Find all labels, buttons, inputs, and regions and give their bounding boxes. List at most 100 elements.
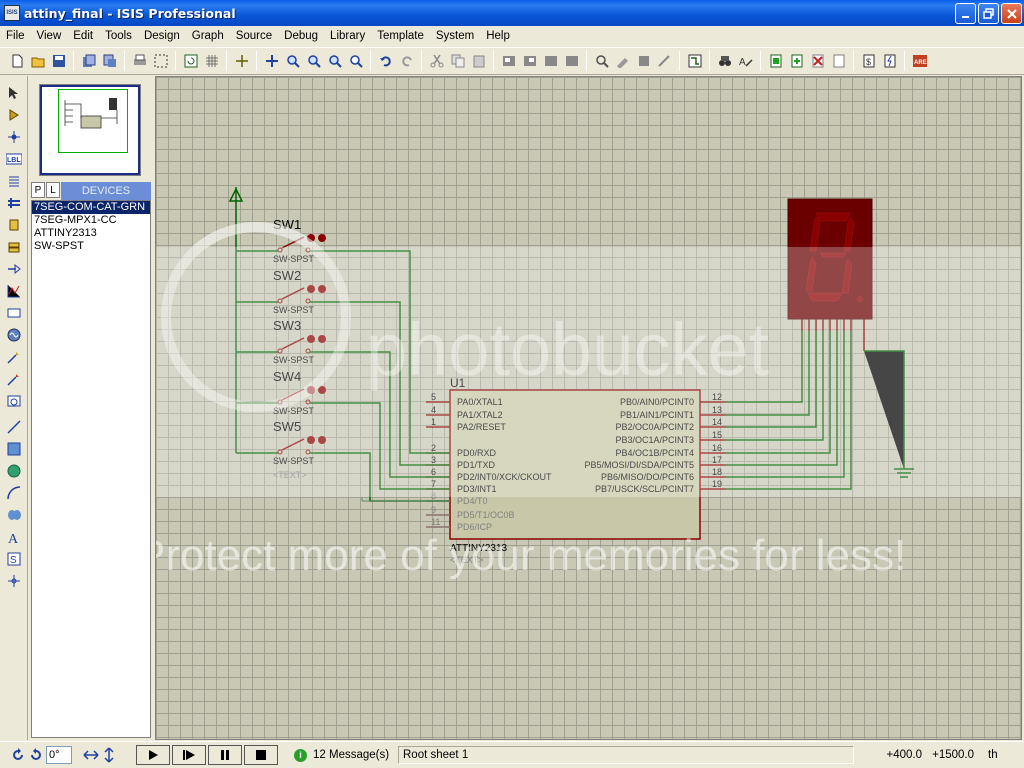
generator-mode-button[interactable] xyxy=(2,324,26,346)
line-mode-button[interactable] xyxy=(2,416,26,438)
text-script-mode-button[interactable] xyxy=(2,170,26,192)
menu-debug[interactable]: Debug xyxy=(284,30,319,42)
menu-graph[interactable]: Graph xyxy=(191,30,224,42)
block-delete-button[interactable] xyxy=(561,51,582,72)
text-mode-button[interactable]: A xyxy=(2,526,26,548)
stop-button[interactable] xyxy=(244,745,278,765)
exit-to-parent-button[interactable] xyxy=(828,51,849,72)
block-move-button[interactable] xyxy=(519,51,540,72)
menu-system[interactable]: System xyxy=(435,30,475,42)
menu-file[interactable]: File xyxy=(6,30,25,42)
undo-button[interactable] xyxy=(375,51,396,72)
new-sheet-button[interactable] xyxy=(765,51,786,72)
graph-mode-button[interactable] xyxy=(2,280,26,302)
selection-mode-button[interactable] xyxy=(2,82,26,104)
rotate-clockwise-icon[interactable] xyxy=(10,747,26,763)
buses-mode-button[interactable] xyxy=(2,192,26,214)
path-mode-button[interactable] xyxy=(2,504,26,526)
overview-window[interactable] xyxy=(39,84,141,176)
paste-button[interactable] xyxy=(468,51,489,72)
pause-button[interactable] xyxy=(208,745,242,765)
ares-netlist-button[interactable]: ARES xyxy=(909,51,930,72)
pan-button[interactable] xyxy=(261,51,282,72)
print-button[interactable] xyxy=(129,51,150,72)
step-button[interactable] xyxy=(172,745,206,765)
schematic-canvas[interactable]: SW1SW-SPSTSW2SW-SPSTSW3SW-SPSTSW4SW-SPST… xyxy=(155,76,1022,740)
switch-2[interactable]: SW2SW-SPST xyxy=(236,268,326,315)
open-button[interactable] xyxy=(27,51,48,72)
isis-app-icon[interactable]: ISIS xyxy=(4,5,20,21)
zoom-area-button[interactable] xyxy=(345,51,366,72)
seven-segment-display[interactable] xyxy=(787,198,873,351)
add-sheet-button[interactable] xyxy=(786,51,807,72)
menu-edit[interactable]: Edit xyxy=(73,30,94,42)
switch-3[interactable]: SW3SW-SPST xyxy=(236,318,326,365)
message-indicator[interactable]: i 12 Message(s) xyxy=(294,748,394,762)
chip-u1[interactable]: U1 ATTINY2313 <TEXT> 5PA0/XTAL14PA1/XTAL… xyxy=(426,376,726,565)
device-item-attiny2313[interactable]: ATTINY2313 xyxy=(34,227,97,239)
overview-view-area[interactable] xyxy=(58,89,128,153)
close-button[interactable] xyxy=(1001,3,1022,24)
menu-library[interactable]: Library xyxy=(330,30,366,42)
electrical-rule-check-button[interactable] xyxy=(879,51,900,72)
play-button[interactable] xyxy=(136,745,170,765)
device-item-7seg-com-cat-grn[interactable]: 7SEG-COM-CAT-GRN xyxy=(32,201,150,214)
save-button[interactable] xyxy=(48,51,69,72)
zoom-in-button[interactable] xyxy=(282,51,303,72)
device-pins-mode-button[interactable] xyxy=(2,258,26,280)
menu-help[interactable]: Help xyxy=(486,30,510,42)
current-probe-mode-button[interactable] xyxy=(2,368,26,390)
print-area-button[interactable] xyxy=(150,51,171,72)
make-device-button[interactable] xyxy=(612,51,633,72)
block-copy-button[interactable] xyxy=(498,51,519,72)
circle-mode-button[interactable] xyxy=(2,460,26,482)
remove-sheet-button[interactable] xyxy=(807,51,828,72)
switch-5[interactable]: SW5SW-SPST<TEXT> xyxy=(236,419,326,480)
menu-template[interactable]: Template xyxy=(377,30,424,42)
device-item-7seg-mpx1-cc[interactable]: 7SEG-MPX1-CC xyxy=(34,214,117,226)
wire-label-mode-button[interactable]: LBL xyxy=(2,148,26,170)
voltage-probe-mode-button[interactable] xyxy=(2,346,26,368)
grid-button[interactable] xyxy=(201,51,222,72)
copy-button[interactable] xyxy=(447,51,468,72)
subcircuit-mode-button[interactable] xyxy=(2,214,26,236)
zoom-all-button[interactable] xyxy=(324,51,345,72)
mirror-vertical-icon[interactable] xyxy=(102,746,116,764)
block-rotate-button[interactable] xyxy=(540,51,561,72)
arc-mode-button[interactable] xyxy=(2,482,26,504)
device-list[interactable]: 7SEG-COM-CAT-GRN 7SEG-MPX1-CC ATTINY2313… xyxy=(31,200,151,738)
box-mode-button[interactable] xyxy=(2,438,26,460)
origin-button[interactable] xyxy=(231,51,252,72)
minimize-button[interactable] xyxy=(955,3,976,24)
packaging-tool-button[interactable] xyxy=(633,51,654,72)
menu-source[interactable]: Source xyxy=(235,30,273,42)
marker-mode-button[interactable] xyxy=(2,570,26,592)
zoom-out-button[interactable] xyxy=(303,51,324,72)
junction-dot-mode-button[interactable] xyxy=(2,126,26,148)
pick-device-button[interactable] xyxy=(591,51,612,72)
restore-button[interactable] xyxy=(978,3,999,24)
export-button[interactable] xyxy=(99,51,120,72)
menu-view[interactable]: View xyxy=(36,30,62,42)
new-button[interactable] xyxy=(6,51,27,72)
ground-terminal[interactable] xyxy=(864,350,914,478)
mirror-horizontal-icon[interactable] xyxy=(82,747,100,763)
decompose-button[interactable] xyxy=(654,51,675,72)
tape-recorder-mode-button[interactable] xyxy=(2,302,26,324)
menu-tools[interactable]: Tools xyxy=(105,30,132,42)
property-assignment-button[interactable]: A xyxy=(735,51,756,72)
library-manager-tab[interactable]: L xyxy=(46,182,60,198)
cut-button[interactable] xyxy=(426,51,447,72)
search-tag-button[interactable] xyxy=(714,51,735,72)
component-mode-button[interactable] xyxy=(2,104,26,126)
symbol-mode-button[interactable]: S xyxy=(2,548,26,570)
bill-of-materials-button[interactable]: $ xyxy=(858,51,879,72)
virtual-instruments-mode-button[interactable] xyxy=(2,390,26,412)
pick-devices-tab[interactable]: P xyxy=(31,182,45,198)
menu-design[interactable]: Design xyxy=(143,30,180,42)
import-button[interactable] xyxy=(78,51,99,72)
redo-button[interactable] xyxy=(396,51,417,72)
terminals-mode-button[interactable] xyxy=(2,236,26,258)
redraw-button[interactable] xyxy=(180,51,201,72)
wire-autorouter-button[interactable] xyxy=(684,51,705,72)
